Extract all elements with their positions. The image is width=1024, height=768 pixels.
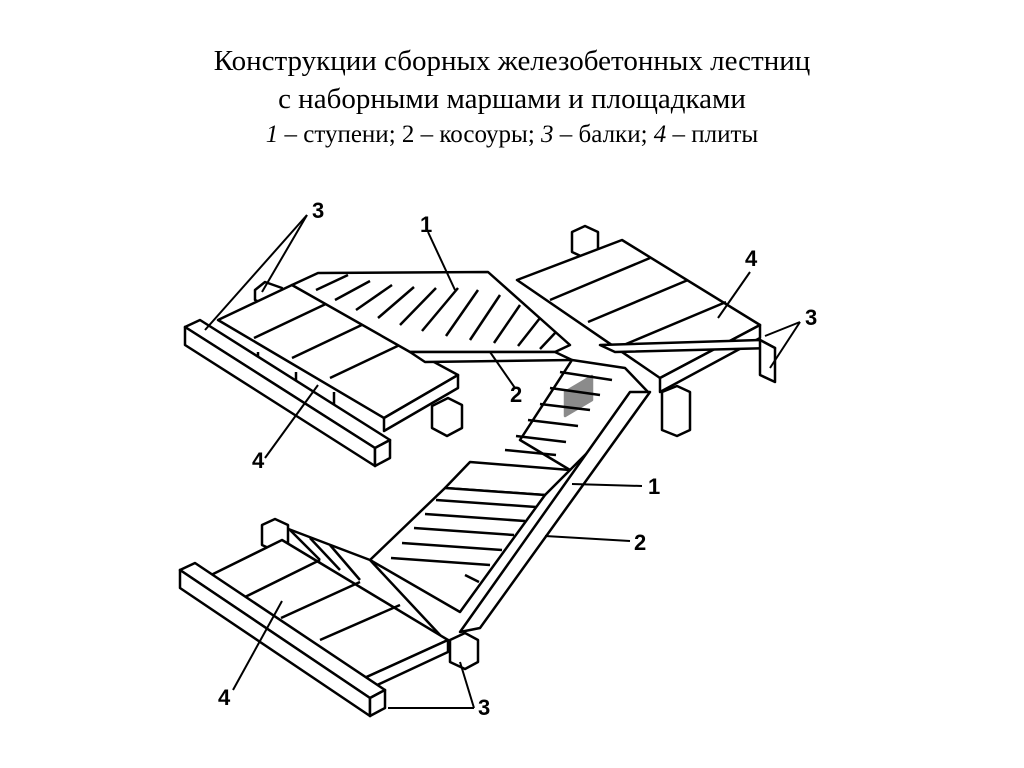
caption-num-4: 4 — [653, 121, 667, 148]
callout-3-top-left: 3 — [312, 198, 324, 223]
upper-left-landing — [183, 280, 464, 468]
caption-num-3: 3 — [541, 121, 554, 148]
bottom-right-block — [448, 631, 480, 671]
caption-num-1: 1 — [265, 121, 279, 148]
callout-2-top: 2 — [510, 382, 522, 407]
upper-flight — [290, 270, 574, 364]
callout-1-middle: 1 — [648, 474, 660, 499]
title-line-1: Конструкции сборных железобетонных лестн… — [213, 45, 811, 77]
caption-text-3: – балки; — [553, 121, 654, 148]
callout-4-bottom: 4 — [218, 685, 231, 710]
right-front-block — [660, 384, 692, 438]
callout-3-bottom: 3 — [478, 695, 490, 720]
caption: 1 – ступени; 2 – косоуры; 3 – балки; 4 –… — [0, 118, 1024, 152]
callout-4-upper-left: 4 — [252, 448, 265, 473]
middle-flight — [443, 358, 652, 634]
right-landing — [515, 224, 777, 438]
callout-4-right: 4 — [745, 246, 758, 271]
bottom-landing — [178, 517, 480, 718]
title-block: Конструкции сборных железобетонных лестн… — [0, 42, 1024, 152]
callout-2-middle: 2 — [634, 530, 646, 555]
callout-3-right: 3 — [805, 305, 817, 330]
upper-left-side-block — [430, 396, 464, 438]
callout-1-top: 1 — [420, 212, 432, 237]
caption-text-1: – ступени; 2 – косоуры; — [278, 121, 542, 148]
title-line-2: с наборными маршами и площадками — [278, 83, 746, 115]
middle-stringer — [458, 390, 652, 634]
leader-lines — [204, 214, 801, 709]
caption-text-4: – плиты — [666, 121, 759, 148]
